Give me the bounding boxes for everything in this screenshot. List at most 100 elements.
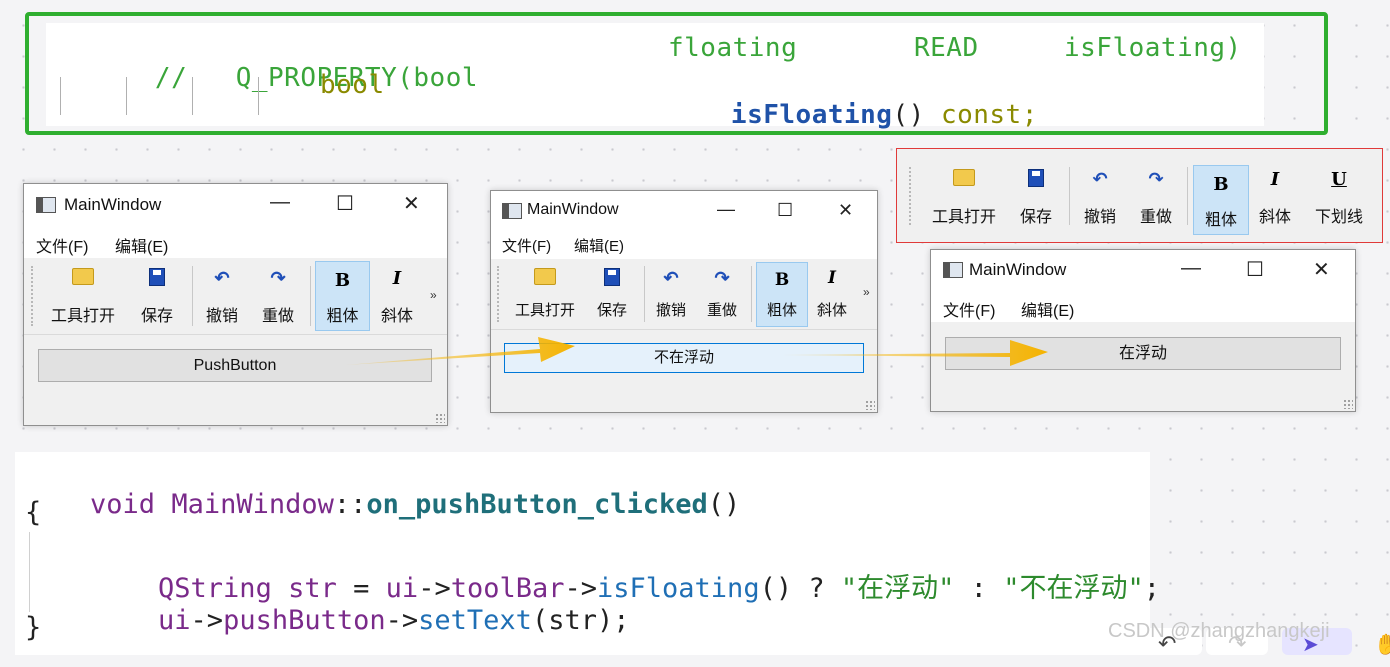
minimize-icon[interactable]: — — [717, 199, 735, 219]
maximize-icon[interactable]: ☐ — [1246, 259, 1264, 281]
close-icon[interactable]: ✕ — [403, 193, 420, 215]
slot-code-block: void MainWindow::on_pushButton_clicked()… — [15, 452, 1160, 655]
italic-button[interactable]: I 斜体 — [372, 262, 422, 330]
save-label: 保存 — [1019, 207, 1052, 226]
undo-label: 撤销 — [1083, 207, 1116, 226]
toolbar-overflow-icon[interactable]: » — [430, 288, 437, 302]
close-icon[interactable]: ✕ — [1313, 259, 1330, 281]
redo-icon: ↷ — [714, 268, 730, 288]
folder-icon — [42, 268, 124, 290]
toolbar-separator — [1187, 167, 1188, 225]
tool-open-label: 工具打开 — [50, 308, 115, 325]
italic-label: 斜体 — [380, 308, 413, 325]
undo-button[interactable]: ↶ 撤销 — [198, 262, 246, 330]
redo-arrow-icon: ↷ — [1228, 632, 1247, 657]
menu-file[interactable]: 文件(F) — [502, 238, 552, 255]
code-scope: :: — [333, 489, 367, 520]
undo-arrow-icon: ↶ — [1158, 632, 1177, 657]
minimize-icon[interactable]: — — [270, 191, 290, 213]
menu-bar: 文件(F) 编辑(E) — [931, 290, 1355, 322]
toolbar: 工具打开 保存 ↶ 撤销 ↷ 重做 B 粗体 I 斜体 » — [491, 259, 877, 330]
redo-button[interactable]: ↷ 重做 — [1133, 163, 1179, 229]
menu-edit[interactable]: 编辑(E) — [115, 239, 169, 256]
bold-button[interactable]: B 粗体 — [756, 262, 808, 327]
app-window-icon — [943, 262, 963, 278]
close-icon[interactable]: ✕ — [838, 200, 854, 220]
code-qstring: QString — [158, 573, 272, 604]
redo-button[interactable]: ↷ 重做 — [254, 262, 302, 330]
main-window-1: MainWindow — ☐ ✕ 文件(F) 编辑(E) 工具打开 保存 ↶ 撤… — [23, 183, 448, 426]
toolbar-separator — [751, 266, 752, 322]
italic-icon: I — [392, 268, 402, 289]
window-titlebar: MainWindow — ☐ ✕ — [931, 250, 1355, 290]
tool-open-button[interactable]: 工具打开 — [507, 263, 583, 325]
menu-bar: 文件(F) 编辑(E) — [24, 226, 447, 258]
window-titlebar: MainWindow — ☐ ✕ — [491, 191, 877, 229]
code-getter-fn: isFloating — [730, 100, 893, 130]
code-ternary-op: () ? — [759, 573, 825, 604]
italic-button[interactable]: I 斜体 — [1251, 163, 1299, 229]
hand-tool-icon[interactable]: ✋ — [1374, 632, 1390, 656]
minimize-icon[interactable]: — — [1181, 257, 1201, 279]
underline-button[interactable]: U 下划线 — [1307, 163, 1371, 229]
watermark: CSDN @zhangzhangkeji — [1108, 620, 1330, 642]
underline-label: 下划线 — [1314, 207, 1363, 226]
save-icon — [132, 268, 182, 291]
floating-toolbar: 工具打开 保存 ↶ 撤销 ↷ 重做 B 粗体 I 斜体 U 下划线 — [896, 148, 1383, 243]
save-button[interactable]: 保存 — [1011, 163, 1061, 229]
code-void: void — [90, 489, 156, 520]
code-return-type: bool — [320, 70, 385, 100]
toolbar-grip[interactable] — [31, 266, 35, 326]
italic-button[interactable]: I 斜体 — [809, 263, 855, 325]
save-label: 保存 — [596, 302, 627, 319]
resize-grip-icon[interactable] — [865, 400, 875, 410]
undo-button[interactable]: ↶ 撤销 — [1077, 163, 1123, 229]
menu-edit[interactable]: 编辑(E) — [1021, 303, 1075, 320]
code-semicolon: ; — [1143, 573, 1160, 604]
code-arrow: -> — [385, 605, 419, 636]
maximize-icon[interactable]: ☐ — [777, 200, 794, 220]
window-titlebar: MainWindow — ☐ ✕ — [24, 184, 447, 226]
undo-tool-button[interactable]: ↶ — [1140, 628, 1202, 657]
bold-button[interactable]: B 粗体 — [1193, 165, 1249, 235]
code-line-ternary: QString str = ui->toolBar->isFloating() … — [93, 535, 1160, 636]
toolbar-grip[interactable] — [909, 167, 913, 225]
redo-label: 重做 — [706, 302, 737, 319]
resize-grip-icon[interactable] — [435, 413, 445, 423]
folder-icon — [507, 268, 583, 290]
redo-tool-button[interactable]: ↷ — [1206, 628, 1268, 657]
menu-edit[interactable]: 编辑(E) — [574, 238, 624, 255]
save-button[interactable]: 保存 — [132, 262, 182, 330]
redo-label: 重做 — [261, 308, 294, 325]
indent-guide — [29, 532, 30, 612]
select-tool-button[interactable]: ➤ — [1282, 628, 1352, 656]
redo-button[interactable]: ↷ 重做 — [700, 263, 744, 325]
toolbar-overflow-icon[interactable]: » — [863, 285, 870, 299]
save-button[interactable]: 保存 — [589, 263, 635, 325]
toolbar-separator — [310, 266, 311, 326]
code-line-settext: ui->pushButton->setText(str); — [93, 574, 629, 667]
toolbar-separator — [192, 266, 193, 326]
redo-icon: ↷ — [1148, 169, 1164, 190]
tool-open-button[interactable]: 工具打开 — [925, 163, 1003, 229]
code-line-signature: void MainWindow::on_pushButton_clicked() — [25, 458, 740, 551]
window-title: MainWindow — [64, 195, 162, 214]
toolbar-grip[interactable] — [497, 266, 501, 322]
code-getter-declaration: isFloating() const; — [634, 70, 1038, 160]
toolbar-separator — [1069, 167, 1070, 225]
push-button[interactable]: PushButton — [38, 349, 432, 382]
undo-button[interactable]: ↶ 撤销 — [649, 263, 693, 325]
code-ui: ui — [158, 605, 191, 636]
italic-label: 斜体 — [1258, 207, 1291, 226]
code-class: MainWindow — [171, 489, 334, 520]
undo-icon: ↶ — [1092, 169, 1108, 190]
tool-open-button[interactable]: 工具打开 — [42, 262, 124, 330]
menu-file[interactable]: 文件(F) — [943, 303, 996, 320]
resize-grip-icon[interactable] — [1343, 399, 1353, 409]
menu-file[interactable]: 文件(F) — [36, 239, 89, 256]
undo-icon: ↶ — [663, 268, 679, 288]
bold-button[interactable]: B 粗体 — [315, 261, 370, 331]
arrow-2 — [782, 340, 1048, 366]
maximize-icon[interactable]: ☐ — [336, 193, 354, 215]
toolbar-separator — [644, 266, 645, 322]
